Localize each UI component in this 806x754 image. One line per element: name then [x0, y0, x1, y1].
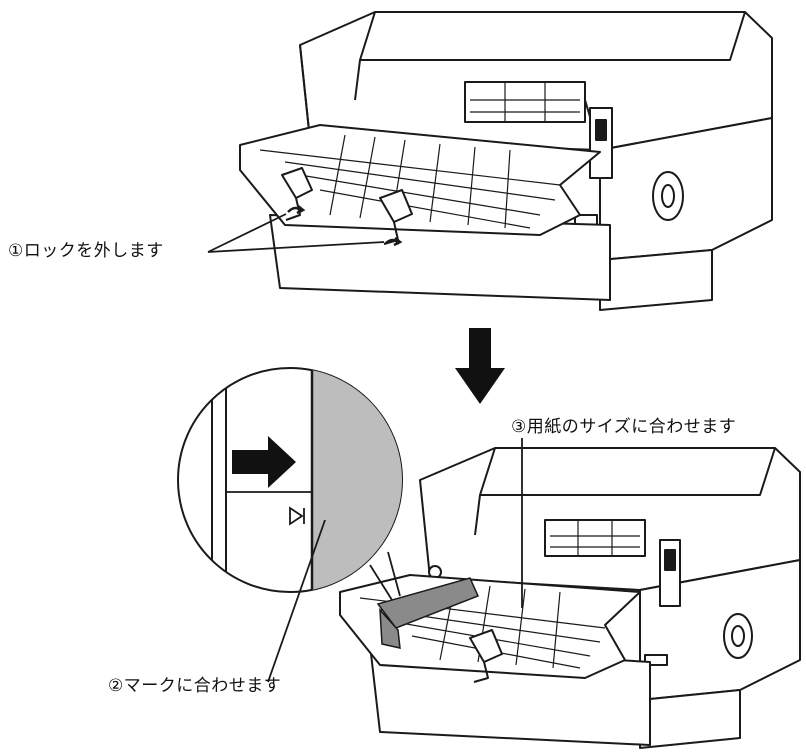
step-3-label: ③用紙のサイズに合わせます	[511, 417, 737, 437]
printer-top	[239, 11, 773, 311]
step-1-label: ①ロックを外します	[8, 241, 164, 261]
zoom-connector	[369, 551, 401, 601]
platen-knob-top	[652, 171, 684, 221]
callout-line-step1	[207, 213, 385, 253]
triangle-mark-icon	[289, 506, 305, 526]
control-panel-top	[464, 81, 586, 123]
edge-guide-left-top	[281, 167, 313, 199]
platen-knob-bottom	[723, 613, 753, 659]
edge-guide-right-top	[379, 189, 413, 223]
lock-lever-icon	[287, 205, 403, 247]
edge-guide-right-bottom	[469, 629, 503, 663]
printer-bottom	[339, 447, 801, 749]
step-2-label: ②マークに合わせます	[108, 676, 282, 696]
down-arrow-icon	[455, 328, 505, 404]
callout-line-step2	[267, 519, 326, 683]
guide-highlight-area	[312, 368, 402, 592]
zoom-detail	[177, 367, 403, 593]
right-arrow-icon	[232, 436, 296, 488]
control-panel-bottom	[544, 519, 646, 557]
